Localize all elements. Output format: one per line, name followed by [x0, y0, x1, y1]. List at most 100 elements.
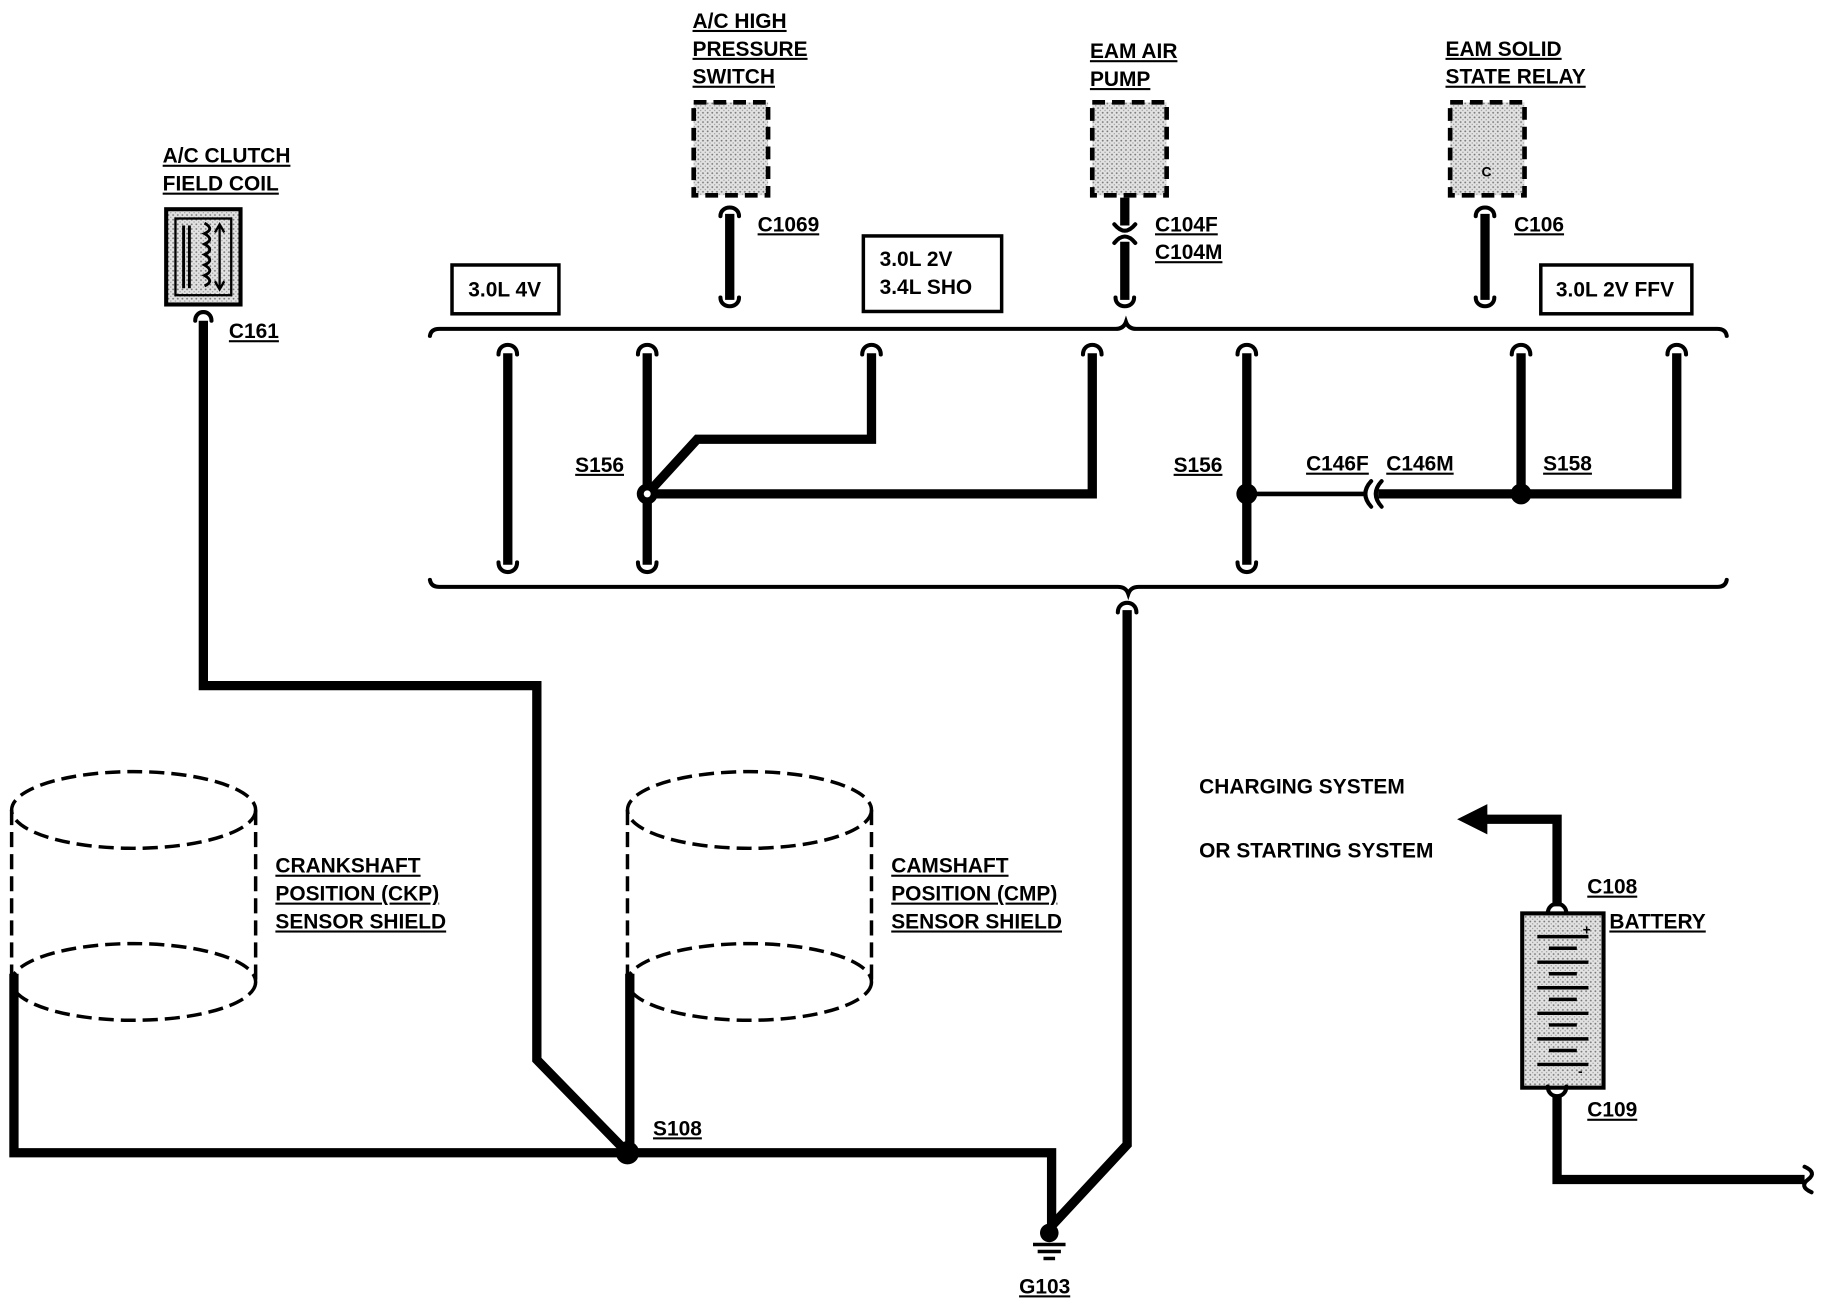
ac-clutch-label-line1: A/C CLUTCH	[163, 145, 291, 168]
c161-label: C161	[229, 320, 279, 343]
eam-pump-box	[1089, 99, 1169, 198]
eam-pump-label-line2: PUMP	[1090, 68, 1150, 91]
ckp-shield-ground-wire	[9, 973, 628, 1158]
ckp-label-line3: SENSOR SHIELD	[275, 910, 446, 933]
eam-relay-box	[1447, 99, 1527, 198]
c104m-connector-icon	[1112, 234, 1138, 245]
ac-clutch-field-coil: A/C CLUTCH FIELD COIL C161	[163, 145, 291, 343]
splice-s108	[615, 1141, 640, 1165]
variant-box	[861, 234, 1004, 314]
battery-to-charging-wire	[1482, 814, 1562, 907]
destination-line2: OR STARTING SYSTEM	[1199, 840, 1433, 863]
c106-label: C106	[1514, 213, 1564, 236]
variant-label: 3.0L 4V	[468, 278, 541, 301]
eam-pump-label-line1: EAM AIR	[1090, 40, 1178, 63]
battery: + - C108 BATTERY C109	[1520, 876, 1706, 1122]
wire-end-icon	[1080, 342, 1104, 357]
s156-left-to-sho-wire	[643, 353, 877, 498]
eam-pump-wire-end-icon	[1113, 295, 1137, 309]
ac-switch-label-line2: PRESSURE	[693, 38, 808, 61]
ckp-shield-top	[9, 769, 258, 851]
wire-end-icon	[635, 342, 659, 357]
variant-box	[1539, 263, 1694, 316]
c104f-connector-icon	[1112, 222, 1138, 233]
c109-label: C109	[1587, 1099, 1637, 1122]
cmp-label-line1: CAMSHAFT	[891, 855, 1009, 878]
coil-icon	[182, 221, 226, 292]
c1069-connector-icon	[718, 205, 742, 219]
splice-s156-right	[1236, 483, 1258, 505]
variant-bracket-top	[427, 315, 1729, 338]
variant-bracket-bottom	[427, 577, 1729, 601]
ckp-sensor-shield: CRANKSHAFT POSITION (CKP) SENSOR SHIELD	[9, 769, 446, 1023]
engine-variant-3-0l-2v-3-4l-sho: 3.0L 2V 3.4L SHO	[861, 234, 1004, 314]
ac-clutch-box	[164, 207, 243, 307]
ac-switch-wire-end-icon	[718, 295, 742, 309]
c106-connector-icon	[1473, 205, 1497, 219]
splice-s158	[1510, 483, 1532, 505]
ac-high-pressure-switch: A/C HIGH PRESSURE SWITCH C1069	[691, 10, 820, 309]
s108-label: S108	[653, 1117, 702, 1140]
c104f-label: C104F	[1155, 213, 1218, 236]
c146m-label: C146M	[1386, 453, 1453, 476]
variant-box	[450, 263, 561, 316]
cmp-sensor-shield: CAMSHAFT POSITION (CMP) SENSOR SHIELD	[625, 769, 1062, 1023]
wire-end-icon	[1235, 560, 1259, 575]
battery-negative-mark: -	[1578, 1063, 1583, 1079]
s156-left-to-pump-wire	[647, 353, 1097, 499]
c104m-label: C104M	[1155, 241, 1222, 264]
eam-relay-wire-end-icon	[1473, 295, 1497, 309]
ac-switch-label-line1: A/C HIGH	[693, 10, 787, 33]
c161-connector-icon	[193, 310, 214, 323]
ckp-label-line2: POSITION (CKP)	[275, 883, 439, 906]
wire-end-icon	[496, 560, 520, 575]
engine-variant-3-0l-4v: 3.0L 4V	[450, 263, 561, 316]
g103-label: G103	[1019, 1275, 1070, 1298]
variant-label: 3.0L 2V FFV	[1556, 278, 1674, 301]
variant-label-line1: 3.0L 2V	[880, 248, 953, 271]
bracket-top-hooks	[496, 342, 1689, 357]
battery-label: BATTERY	[1609, 910, 1705, 933]
wire-end-icon	[1235, 342, 1259, 357]
cmp-label-line3: SENSOR SHIELD	[891, 910, 1062, 933]
arrow-left-icon	[1457, 804, 1488, 835]
ground-icon	[1033, 1223, 1066, 1261]
s108-to-ground-wire	[627, 1148, 1057, 1226]
destination-line1: CHARGING SYSTEM	[1199, 776, 1405, 799]
s156-right-label: S156	[1174, 454, 1223, 477]
c146-inline-connector-icon	[1363, 479, 1384, 509]
eam-solid-state-relay: EAM SOLID STATE RELAY C C106	[1446, 38, 1586, 309]
wire-end-icon	[496, 342, 520, 357]
wire-end-icon	[1665, 342, 1689, 357]
cmp-label-line2: POSITION (CMP)	[891, 883, 1057, 906]
splice-s156-left-center	[643, 490, 651, 498]
wire-end-icon	[1509, 342, 1533, 357]
wire-continuation-icon	[1802, 1164, 1814, 1195]
bracket-output-hook-icon	[1115, 600, 1139, 615]
ac-clutch-ground-wire	[198, 320, 631, 1156]
bracket-bottom-hooks	[496, 560, 1259, 575]
c108-label: C108	[1587, 876, 1637, 899]
eam-air-pump: EAM AIR PUMP C104F C104M	[1089, 40, 1222, 309]
ckp-label-line1: CRANKSHAFT	[275, 855, 420, 878]
variant-label-line2: 3.4L SHO	[880, 276, 973, 299]
engine-variant-3-0l-2v-ffv: 3.0L 2V FFV	[1539, 263, 1694, 316]
c108-connector-icon	[1545, 901, 1569, 916]
ac-clutch-label-line2: FIELD COIL	[163, 173, 279, 196]
eam-relay-label-line2: STATE RELAY	[1446, 66, 1586, 89]
s158-to-ffv-wire	[1521, 353, 1682, 499]
c146f-label: C146F	[1306, 453, 1369, 476]
eam-relay-label-line1: EAM SOLID	[1446, 38, 1562, 61]
ckp-shield-bottom	[9, 941, 258, 1023]
wire-end-icon	[860, 342, 883, 357]
cmp-shield-bottom	[625, 941, 874, 1023]
eam-relay-pin-label: C	[1482, 164, 1492, 180]
ac-switch-box	[691, 99, 771, 198]
battery-negative-wire	[1552, 1094, 1805, 1185]
bracket-to-ground-wire	[1048, 610, 1132, 1230]
ac-clutch-inner-frame	[174, 217, 233, 297]
ac-switch-label-line3: SWITCH	[693, 66, 775, 89]
battery-cells-icon	[1537, 934, 1589, 1067]
c1069-label: C1069	[758, 213, 820, 236]
